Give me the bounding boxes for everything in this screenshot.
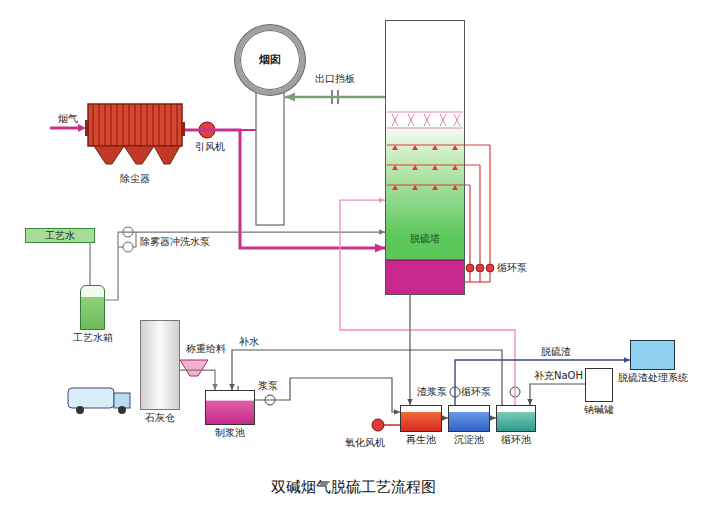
dust-collector: 除尘器 bbox=[85, 100, 185, 170]
tower-level bbox=[385, 260, 465, 261]
tower-pumps bbox=[466, 264, 494, 272]
regeneration-pond: 再生池 bbox=[400, 405, 442, 432]
equipment-label: 称重给料 bbox=[186, 343, 226, 355]
connector-line bbox=[185, 130, 385, 248]
connector bbox=[185, 130, 385, 252]
node-heading: 循环池 bbox=[501, 434, 531, 446]
figure-caption: 双碱烟气脱硫工艺流程图 bbox=[271, 478, 436, 496]
node-label: 脱硫塔 bbox=[386, 233, 464, 245]
node-label: 工艺水 bbox=[45, 230, 75, 242]
node-heading: 再生池 bbox=[406, 434, 436, 446]
edge-label: 脱硫渣 bbox=[540, 346, 572, 358]
connector bbox=[229, 350, 502, 405]
node-heading: 工艺水箱 bbox=[73, 332, 113, 344]
connector bbox=[180, 370, 218, 390]
spray-layers bbox=[387, 145, 490, 282]
node-heading: 钠碱罐 bbox=[584, 404, 614, 416]
edge-label: 补水 bbox=[238, 336, 260, 348]
node-heading: 制浆池 bbox=[215, 427, 245, 439]
connector-line bbox=[255, 378, 400, 412]
truck bbox=[68, 388, 130, 414]
equipment-label: 浆泵 bbox=[258, 380, 278, 392]
equipment-label: 除雾器冲洗水泵 bbox=[140, 236, 210, 248]
residue-system-box: 脱硫渣处理系统 bbox=[630, 340, 675, 370]
chimney-circle: 烟囱 bbox=[235, 25, 305, 95]
edge-label: 补充NaOH bbox=[533, 370, 584, 382]
connector bbox=[455, 357, 630, 405]
connector bbox=[285, 93, 385, 102]
circulation-pond: 循环池 bbox=[496, 405, 536, 432]
connector-line bbox=[89, 243, 90, 285]
flue-inlet bbox=[50, 127, 82, 130]
equipment-label: 循环泵 bbox=[461, 386, 491, 398]
chimney-stack bbox=[256, 90, 284, 225]
connector bbox=[90, 243, 91, 285]
equipment-label: 出口挡板 bbox=[315, 73, 355, 85]
connector bbox=[255, 378, 400, 415]
connector bbox=[527, 384, 585, 405]
dust-collector bbox=[85, 104, 185, 164]
water-pumps bbox=[118, 227, 136, 252]
tower-fill bbox=[385, 20, 465, 260]
equipment-label: 引风机 bbox=[195, 141, 225, 153]
settling-pond: 沉淀池 bbox=[448, 405, 490, 432]
spray-nozzles bbox=[392, 145, 458, 190]
connector-line bbox=[530, 384, 585, 405]
bypass-duct bbox=[240, 129, 256, 131]
water-source-box: 工艺水 bbox=[25, 228, 95, 243]
arrow-head bbox=[285, 93, 295, 102]
alkali-tank: 钠碱罐 bbox=[585, 368, 613, 402]
tower-sump bbox=[385, 260, 465, 295]
air-line bbox=[384, 424, 400, 426]
weigh-feeder bbox=[180, 360, 208, 376]
demister bbox=[387, 112, 463, 128]
connector-line bbox=[105, 232, 385, 300]
node-heading: 沉淀池 bbox=[454, 434, 484, 446]
connector bbox=[340, 197, 515, 405]
node-heading: 脱硫渣处理系统 bbox=[618, 372, 688, 384]
lime-silo: 石灰仓 bbox=[140, 320, 180, 410]
stream-label: 烟气 bbox=[58, 113, 78, 125]
equipment-label: 渣浆泵 bbox=[417, 386, 447, 398]
equipment-label: 循环泵 bbox=[497, 262, 527, 274]
water-tank: 工艺水箱 bbox=[80, 285, 105, 330]
connector-line bbox=[285, 96, 385, 99]
connector-line bbox=[340, 200, 515, 405]
connector-line bbox=[455, 360, 630, 405]
node-heading: 除尘器 bbox=[120, 173, 150, 185]
flue-inlet-head bbox=[78, 124, 86, 132]
absorber-tower: 脱硫塔 bbox=[385, 20, 465, 295]
slurry-tank: 制浆池 bbox=[205, 390, 255, 425]
node-label: 烟囱 bbox=[259, 54, 281, 66]
connector bbox=[105, 229, 385, 300]
connector-line bbox=[180, 370, 215, 390]
connector-line bbox=[232, 350, 502, 405]
arrow-head bbox=[375, 243, 385, 252]
fan-symbol bbox=[372, 419, 384, 431]
node-heading: 石灰仓 bbox=[145, 412, 175, 424]
equipment-label: 氧化风机 bbox=[345, 437, 385, 449]
